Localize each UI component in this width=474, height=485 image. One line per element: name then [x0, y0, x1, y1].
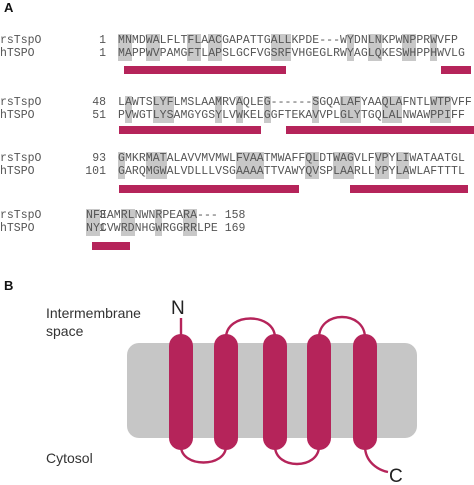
label-intermembrane-line2: space	[46, 323, 84, 339]
seq-end: 158	[217, 209, 246, 222]
label-n-terminus: N	[171, 298, 185, 319]
helix-region-bar	[124, 66, 286, 74]
label-cytosol: Cytosol	[46, 450, 93, 466]
loop-3-4-cytosol	[273, 445, 321, 466]
seq-name: rsTspO	[0, 209, 42, 222]
helix-region-bar	[441, 66, 471, 74]
seq-residues: NYCVWRDNHGWRGGRRLPE 169	[86, 222, 246, 236]
seq-residues: LAWTSLYFLMSLAAMRVAQLEG------SGQALAFYAAQL…	[118, 96, 472, 110]
tspo-topology-diagram: Intermembrane space Cytosol N C	[46, 298, 417, 485]
helix-region-bar	[119, 185, 299, 193]
c-terminus-line	[363, 445, 389, 474]
helix-region-bar	[119, 126, 261, 134]
panel-a-label: A	[4, 0, 14, 15]
loop-1-2-cytosol	[179, 445, 228, 464]
seq-name: hTSPO	[0, 47, 35, 60]
helix-5	[353, 334, 377, 450]
helix-4	[307, 334, 331, 450]
seq-end: 169	[217, 222, 246, 235]
helix-region-bar	[92, 242, 130, 250]
loop-4-5-intermembrane	[317, 315, 367, 339]
seq-residues: GARQMGWALVDLLLVSGAAAATTVAWYQVSPLAARLLYPY…	[118, 165, 465, 179]
seq-residues: MAPPWVPAMGFTLAPSLGCFVGSRFVHGEGLRWYAGLQKE…	[118, 47, 465, 61]
seq-name: hTSPO	[0, 165, 35, 178]
loop-2-3-intermembrane	[224, 317, 277, 339]
seq-name: rsTspO	[0, 96, 42, 109]
seq-name: rsTspO	[0, 34, 42, 47]
helix-region-bar	[286, 126, 474, 134]
helix-2	[214, 334, 238, 450]
seq-name: rsTspO	[0, 152, 42, 165]
label-c-terminus: C	[389, 466, 403, 485]
seq-start: 51	[92, 109, 106, 122]
seq-start: 93	[92, 152, 106, 165]
seq-name: hTSPO	[0, 109, 35, 122]
panel-b-label: B	[4, 278, 14, 293]
helix-region-bar	[350, 185, 468, 193]
sequence-alignment: rsTspO 1 MNMDWALFLTFLAACGAPATTGALLKPDE---W…	[0, 34, 474, 250]
label-intermembrane-line1: Intermembrane	[46, 305, 141, 321]
helix-1	[169, 334, 193, 450]
seq-residues: GMKRMATALAVVMVMWLFVAATMWAFFQLDTWAGVLFVPY…	[118, 152, 465, 166]
seq-residues: PVWGTLYSAMGYGSYLVWKELGGFTEKAVVPLGLYTGQLA…	[118, 109, 465, 123]
seq-name: hTSPO	[0, 222, 35, 235]
helix-3	[263, 334, 287, 450]
seq-start: 1	[99, 47, 106, 60]
helices	[169, 334, 377, 450]
seq-residues: MNMDWALFLTFLAACGAPATTGALLKPDE---WYDNLNKP…	[118, 34, 458, 48]
loops	[179, 315, 389, 474]
seq-start: 48	[92, 96, 106, 109]
seq-start: 1	[99, 34, 106, 47]
seq-start: 101	[85, 165, 106, 178]
seq-residues: NFEAMRLNWNRPEARA--- 158	[86, 209, 246, 223]
